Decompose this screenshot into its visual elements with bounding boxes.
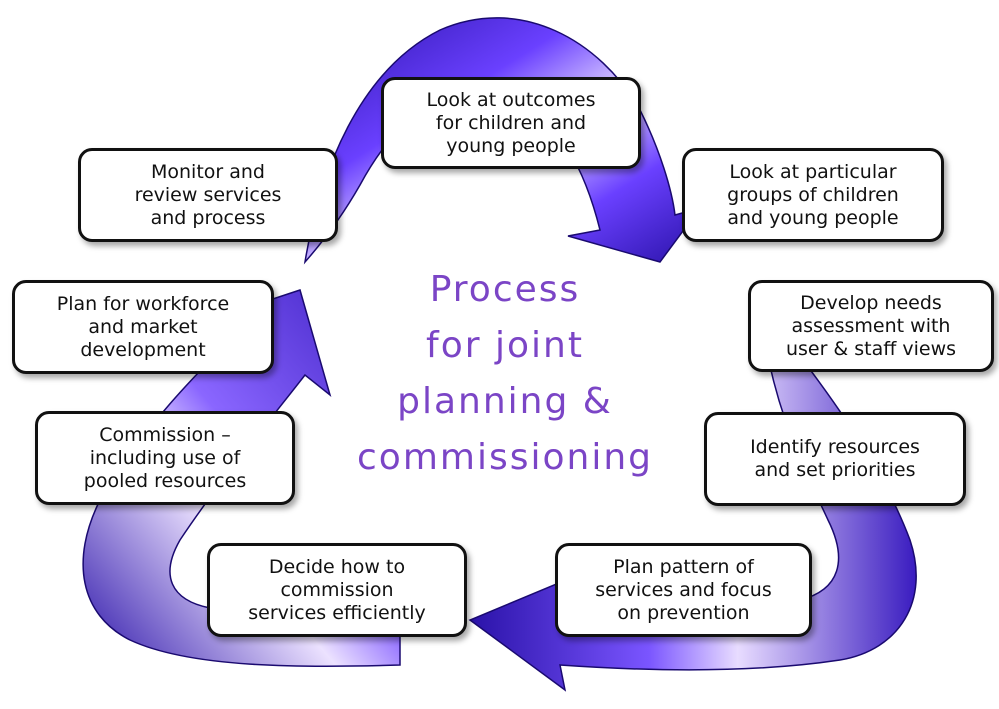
step-box-identify-resources: Identify resources and set priorities: [704, 412, 966, 506]
step-box-monitor-review: Monitor and review services and process: [78, 148, 338, 242]
step-box-plan-pattern: Plan pattern of services and focus on pr…: [555, 543, 812, 637]
step-label: Look at outcomes for children and young …: [426, 88, 596, 157]
step-box-commission: Commission – including use of pooled res…: [35, 411, 295, 505]
step-box-decide-commission: Decide how to commission services effici…: [207, 543, 467, 637]
step-label: Identify resources and set priorities: [750, 436, 920, 481]
step-label: Plan pattern of services and focus on pr…: [595, 555, 772, 624]
step-box-outcomes: Look at outcomes for children and young …: [381, 77, 641, 169]
step-label: Decide how to commission services effici…: [248, 555, 426, 624]
step-label: Look at particular groups of children an…: [727, 160, 899, 229]
step-box-needs-assessment: Develop needs assessment with user & sta…: [748, 280, 994, 372]
step-box-particular-groups: Look at particular groups of children an…: [682, 148, 944, 242]
step-label: Develop needs assessment with user & sta…: [785, 291, 957, 360]
diagram-title: Process for joint planning & commissioni…: [357, 269, 653, 478]
step-label: Monitor and review services and process: [134, 160, 282, 229]
step-label: Commission – including use of pooled res…: [83, 423, 247, 492]
step-label: Plan for workforce and market developmen…: [56, 292, 230, 361]
step-box-workforce: Plan for workforce and market developmen…: [12, 280, 274, 374]
